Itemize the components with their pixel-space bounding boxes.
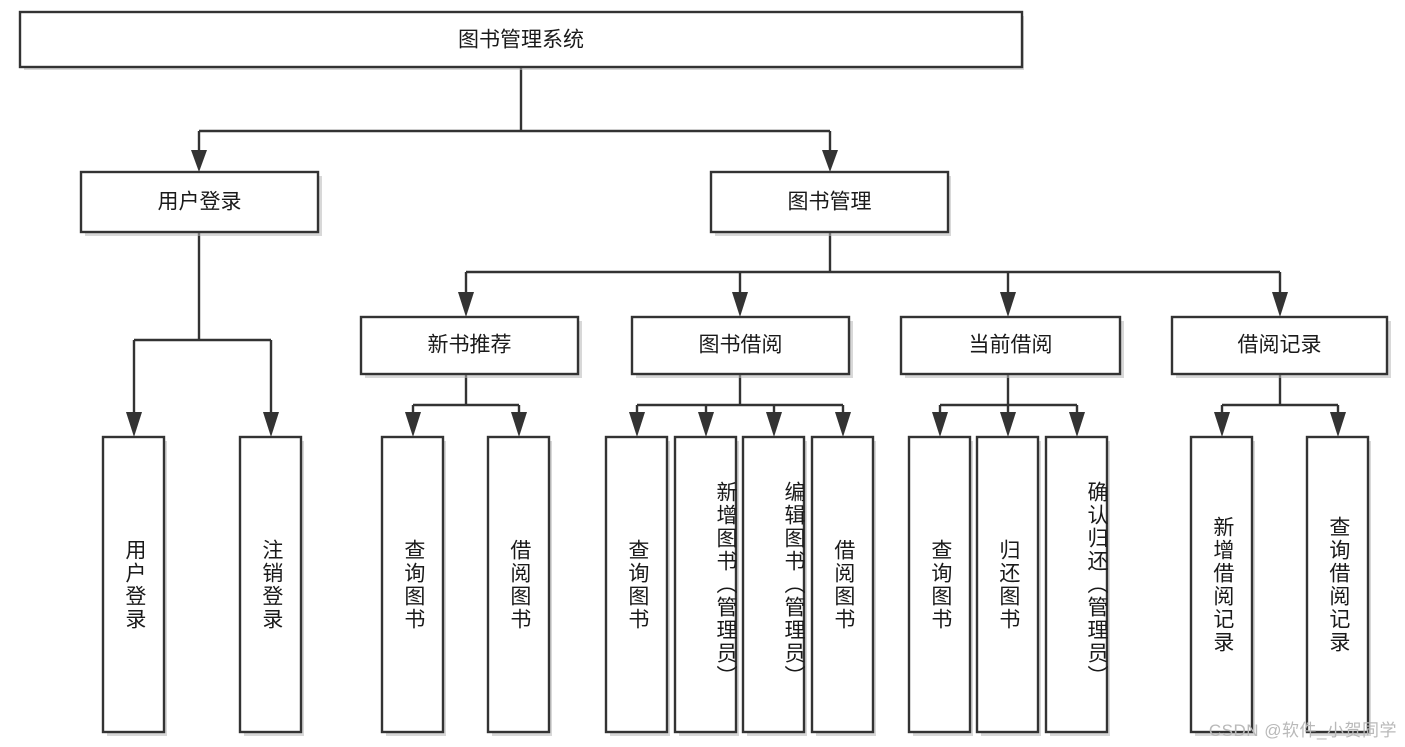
node-borrow-record[interactable] bbox=[1170, 315, 1389, 376]
arrow-head-leaf-user-login bbox=[126, 412, 142, 437]
node-leaf-query-record[interactable] bbox=[1305, 435, 1370, 734]
node-root-label: 图书管理系统 bbox=[458, 29, 584, 52]
node-leaf-query-book-3[interactable] bbox=[907, 435, 972, 734]
node-current-borrow[interactable] bbox=[899, 315, 1122, 376]
node-new-book-recommend[interactable] bbox=[359, 315, 580, 376]
arrow-head-leaf-confirm-return bbox=[1069, 412, 1085, 437]
arrow-head-leaf-query-book-3 bbox=[932, 412, 948, 437]
arrow-head-borrow-record bbox=[1272, 292, 1288, 317]
node-book-borrow-label: 图书借阅 bbox=[699, 334, 783, 357]
node-user-login-label: 用户登录 bbox=[158, 191, 242, 214]
node-book-management[interactable] bbox=[709, 170, 950, 234]
arrow-head-leaf-return-book bbox=[1000, 412, 1016, 437]
node-leaf-borrow-book-2[interactable] bbox=[810, 435, 875, 734]
node-leaf-query-book-1[interactable] bbox=[380, 435, 445, 734]
arrow-head-leaf-query-book-1 bbox=[405, 412, 421, 437]
arrow-head-leaf-edit-book bbox=[766, 412, 782, 437]
node-leaf-user-login[interactable] bbox=[101, 435, 166, 734]
node-new-book-recommend-label: 新书推荐 bbox=[428, 334, 512, 357]
node-current-borrow-label: 当前借阅 bbox=[969, 334, 1053, 357]
node-user-login[interactable] bbox=[79, 170, 320, 234]
arrow-head-leaf-add-book bbox=[698, 412, 714, 437]
node-leaf-query-book-2[interactable] bbox=[604, 435, 669, 734]
node-layer: 图书管理系统 用户登录 图书管理 新书推荐 图书借阅 当前借阅 借阅记录 bbox=[18, 10, 1389, 734]
arrow-head-leaf-query-record bbox=[1330, 412, 1346, 437]
arrow-head-new-book-recommend bbox=[458, 292, 474, 317]
arrow-head-current-borrow bbox=[1000, 292, 1016, 317]
node-book-borrow[interactable] bbox=[630, 315, 851, 376]
node-root[interactable] bbox=[18, 10, 1024, 69]
node-leaf-borrow-book-1[interactable] bbox=[486, 435, 551, 734]
connector-layer bbox=[126, 68, 1346, 437]
arrow-head-book-borrow bbox=[732, 292, 748, 317]
arrow-head-leaf-borrow-book-2 bbox=[835, 412, 851, 437]
node-leaf-edit-book[interactable] bbox=[741, 435, 806, 734]
node-leaf-return-book[interactable] bbox=[975, 435, 1040, 734]
arrow-head-leaf-add-record bbox=[1214, 412, 1230, 437]
node-leaf-user-logout[interactable] bbox=[238, 435, 303, 734]
arrow-head-leaf-query-book-2 bbox=[629, 412, 645, 437]
node-leaf-confirm-return[interactable] bbox=[1044, 435, 1109, 734]
node-borrow-record-label: 借阅记录 bbox=[1238, 334, 1322, 357]
arrow-head-book-management bbox=[822, 150, 838, 172]
arrow-head-user-login bbox=[191, 150, 207, 172]
node-leaf-add-record[interactable] bbox=[1189, 435, 1254, 734]
node-book-management-label: 图书管理 bbox=[788, 191, 872, 214]
arrow-head-leaf-borrow-book-1 bbox=[511, 412, 527, 437]
arrow-head-leaf-user-logout bbox=[263, 412, 279, 437]
node-leaf-add-book[interactable] bbox=[673, 435, 738, 734]
